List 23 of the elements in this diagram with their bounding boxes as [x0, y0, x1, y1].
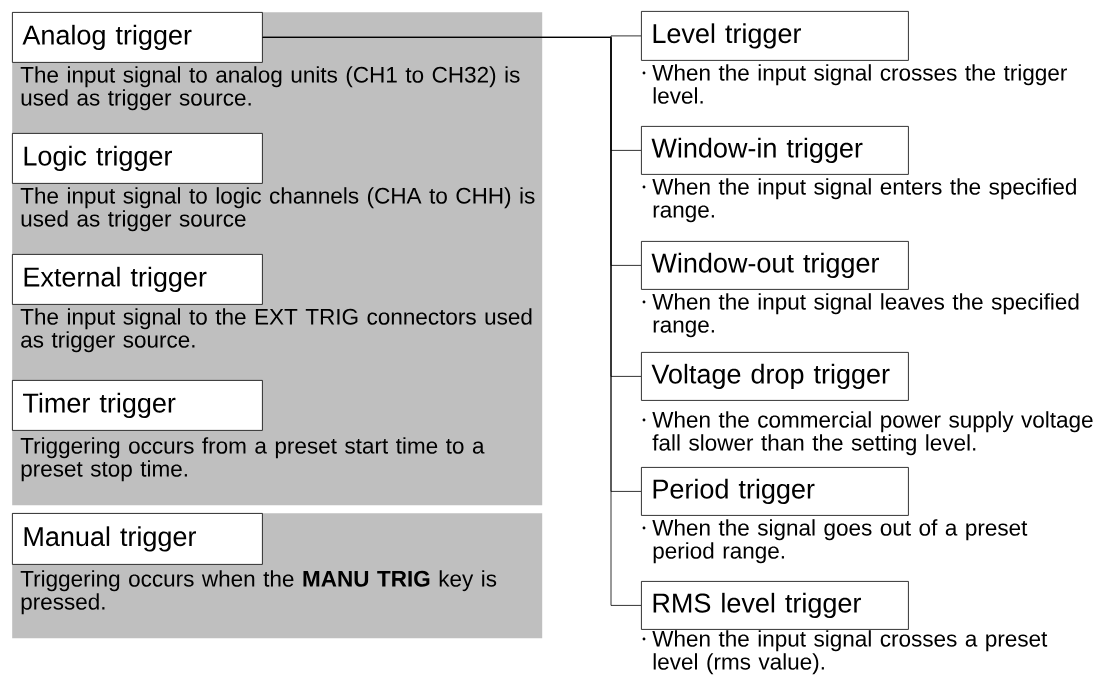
- description-text: When the signal goes out of a preset period range.: [652, 519, 1028, 564]
- description-text: When the input signal enters the specified range.: [652, 178, 1076, 223]
- title-box: External trigger: [12, 254, 263, 305]
- title-box: Window-in trigger: [641, 126, 909, 175]
- title-box: Manual trigger: [12, 513, 263, 565]
- description-text: When the commercial power supply voltage fall slower than the setting level.: [652, 411, 1093, 456]
- connector-line: [262, 37, 642, 606]
- description-text: Triggering occurs from a preset start time to a preset stop time.: [20, 437, 485, 482]
- description-text: When the input signal leaves the specified range.: [652, 293, 1079, 338]
- title-box: Window-out trigger: [641, 241, 909, 290]
- title-box: Logic trigger: [12, 133, 263, 184]
- description-text: The input signal to the EXT TRIG connectors used as trigger source.: [20, 308, 532, 353]
- title-box: Analog trigger: [12, 12, 263, 63]
- title-box: Timer trigger: [12, 380, 263, 431]
- title-box: Period trigger: [641, 467, 909, 516]
- description-text: Triggering occurs when the MANU TRIG key is pressed.: [20, 570, 497, 615]
- title-box: Voltage drop trigger: [641, 352, 909, 401]
- description-text: The input signal to analog units (CH1 to CH32) is used as trigger source.: [20, 66, 520, 111]
- title-box: Level trigger: [641, 11, 909, 61]
- description-text: The input signal to logic channels (CHA to CHH) is used as trigger source: [20, 187, 535, 232]
- description-text: When the input signal crosses a preset level (rms value).: [652, 630, 1048, 675]
- description-text: When the input signal crosses the trigger level.: [652, 64, 1067, 104]
- title-box: RMS level trigger: [641, 581, 909, 630]
